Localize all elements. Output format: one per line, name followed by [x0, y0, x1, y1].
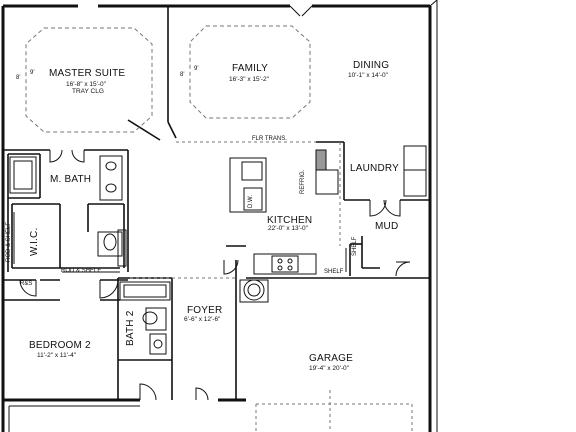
floor-transitions — [130, 141, 413, 432]
interior-walls — [3, 6, 430, 400]
shelf-label: SHELF — [324, 269, 344, 275]
ceiling-height-label: 8' — [16, 75, 21, 81]
ceiling-height-label: 9' — [30, 70, 35, 76]
room-name-m-bath: M. BATH — [50, 174, 92, 185]
fixtures — [9, 145, 427, 355]
doors — [19, 5, 411, 401]
floor-transition-label: FLR TRANS. — [252, 136, 287, 142]
room-name-garage: GARAGE — [309, 353, 353, 364]
room-note-master-suite: TRAY CLG — [72, 88, 104, 95]
room-name-kitchen: KITCHEN — [267, 215, 313, 226]
shelf-label: SHELF — [352, 236, 358, 256]
room-dimensions-master-suite: 16'-8" x 15'-0" — [66, 81, 106, 88]
room-name-master-suite: MASTER SUITE — [49, 68, 126, 79]
room-name-dining: DINING — [353, 60, 390, 71]
rod-and-shelf-label: ROD & SHELF — [61, 268, 102, 274]
refrigerator-label: REFRIG. — [300, 169, 306, 194]
fireplace-hatch — [315, 149, 327, 171]
tray-ceiling-outlines — [25, 25, 311, 133]
rod-and-shelf-abbrev: R&S — [20, 281, 33, 287]
room-dimensions-foyer: 6'-6" x 12'-6" — [184, 316, 221, 323]
room-dimensions-bedroom-2: 11'-2" x 11'-4" — [37, 352, 77, 359]
room-name-mud: MUD — [375, 221, 399, 232]
room-name-bedroom-2: BEDROOM 2 — [29, 340, 91, 351]
exterior-trim — [8, 0, 438, 432]
room-dimensions-family: 16'-3" x 15'-2" — [229, 76, 269, 83]
dishwasher-label: D.W. — [248, 195, 254, 208]
room-name-family: FAMILY — [232, 63, 269, 74]
ceiling-height-label: 8' — [180, 72, 185, 78]
room-dimensions-kitchen: 22'-0" x 13'-0" — [268, 225, 308, 232]
room-name-bath-2: BATH 2 — [125, 310, 136, 346]
exterior-walls — [1, 4, 432, 432]
room-name-foyer: FOYER — [187, 305, 223, 316]
rod-and-shelf-label: ROD & SHELF — [6, 221, 12, 262]
ceiling-height-label: 9' — [194, 66, 199, 72]
room-name-wic: W.I.C. — [29, 227, 40, 256]
room-name-laundry: LAUNDRY — [350, 163, 400, 174]
room-dimensions-garage: 19'-4" x 20'-0" — [309, 365, 349, 372]
room-dimensions-dining: 10'-1" x 14'-0" — [348, 72, 388, 79]
